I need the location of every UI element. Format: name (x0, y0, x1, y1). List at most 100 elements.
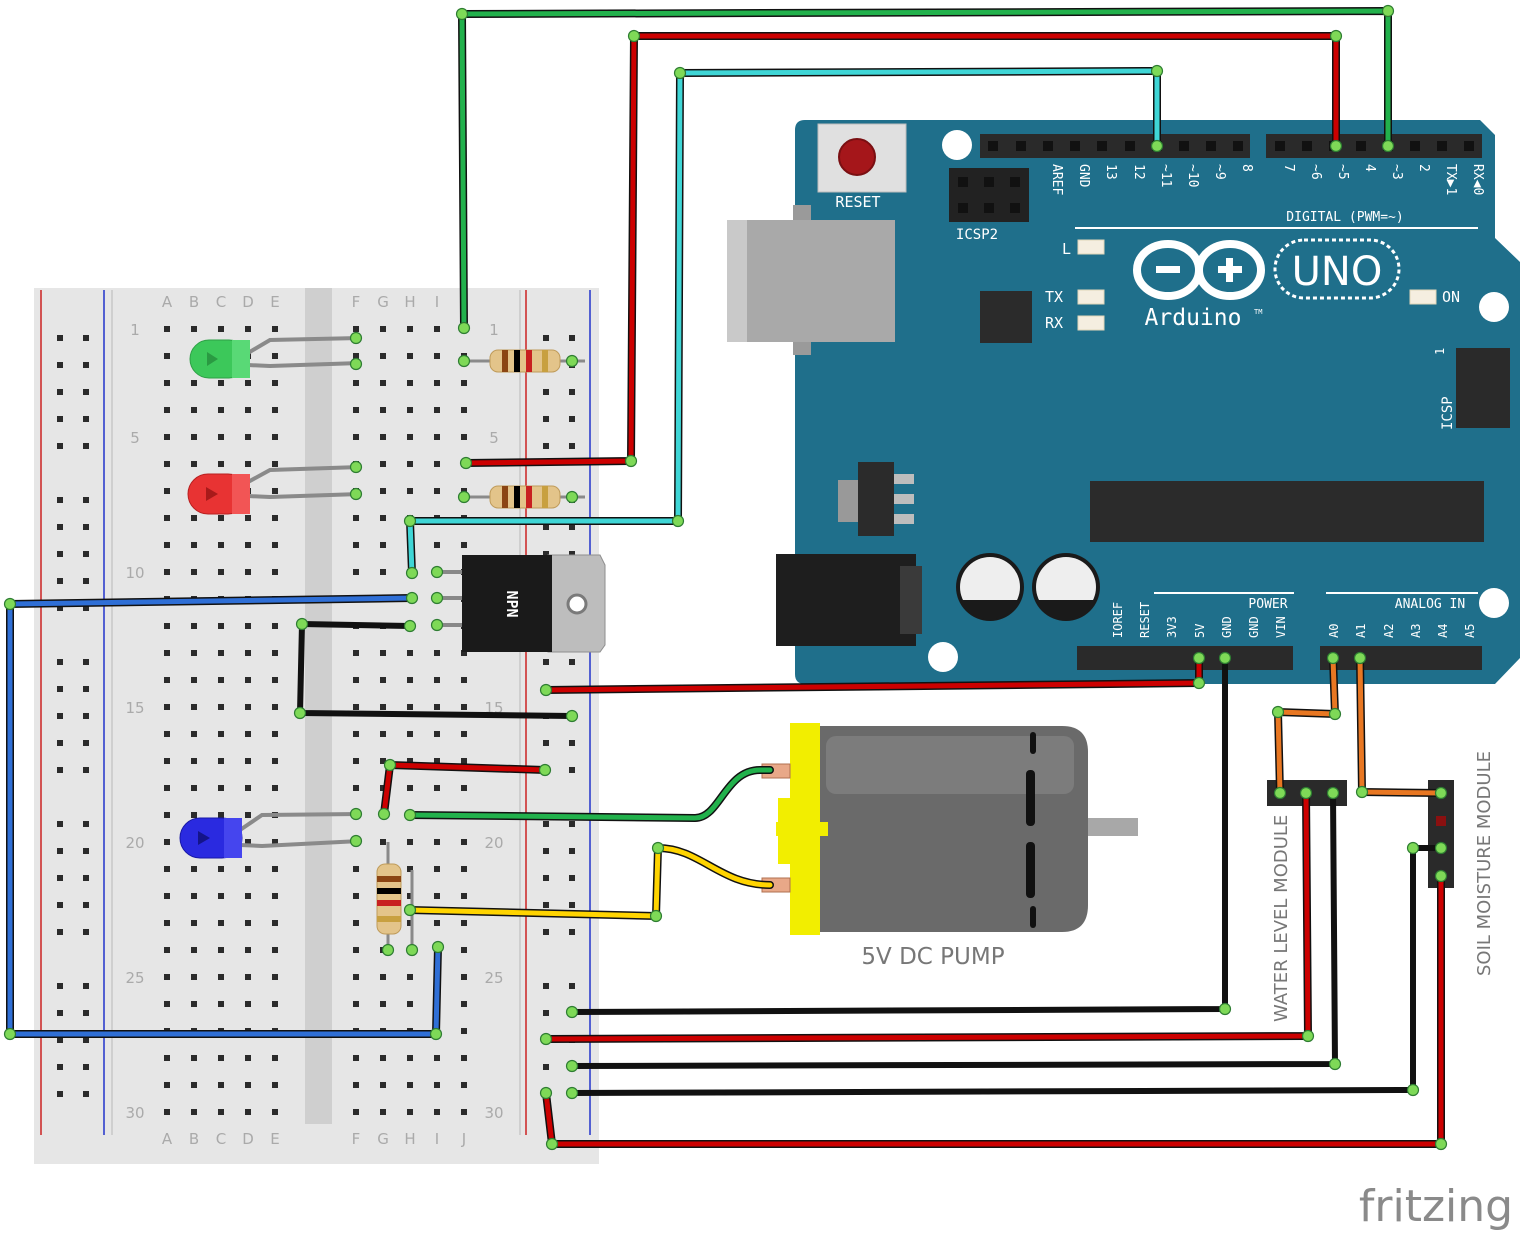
rail-hole (543, 821, 549, 827)
wire-endpoint (1381, 4, 1395, 18)
breadboard-hole (461, 920, 467, 926)
breadboard-hole (245, 1055, 251, 1061)
breadboard-hole (218, 461, 224, 467)
breadboard-hole (218, 1082, 224, 1088)
breadboard-hole (272, 1055, 278, 1061)
wire-endpoint (459, 456, 473, 470)
row-number: 30 (125, 1104, 144, 1122)
usb-chip (980, 291, 1032, 343)
column-letter: B (189, 1130, 199, 1148)
breadboard-hole (407, 677, 413, 683)
breadboard-hole (272, 488, 278, 494)
breadboard-hole (164, 839, 170, 845)
breadboard-hole (353, 515, 359, 521)
breadboard-hole (407, 353, 413, 359)
breadboard-hole (245, 920, 251, 926)
breadboard-hole (245, 677, 251, 683)
breadboard-hole (245, 758, 251, 764)
rail-hole (543, 1010, 549, 1016)
header-pin (1043, 141, 1053, 151)
breadboard-hole (434, 920, 440, 926)
wire-endpoint (565, 490, 579, 504)
breadboard-hole (380, 677, 386, 683)
rail-hole (83, 875, 89, 881)
breadboard-hole (164, 758, 170, 764)
breadboard-hole (218, 785, 224, 791)
rail-hole (57, 983, 63, 989)
wire-endpoints (3, 4, 1448, 1151)
icsp2-pin (984, 203, 994, 213)
breadboard-hole (245, 650, 251, 656)
analog-pin-label: A4 (1436, 624, 1450, 638)
breadboard-hole (191, 731, 197, 737)
breadboard-hole (461, 650, 467, 656)
capacitor (956, 553, 1024, 621)
icsp-label: ICSP (1440, 396, 1456, 430)
breadboard-hole (191, 1001, 197, 1007)
rail-hole (83, 1010, 89, 1016)
breadboard-hole (218, 515, 224, 521)
header-pin (1179, 141, 1189, 151)
breadboard-hole (434, 488, 440, 494)
soil-module-label: SOIL MOISTURE MODULE (1474, 751, 1495, 976)
wire-endpoint (624, 454, 638, 468)
breadboard-hole (461, 947, 467, 953)
breadboard-hole (245, 785, 251, 791)
row-number: 25 (484, 969, 503, 987)
breadboard-hole (434, 434, 440, 440)
breadboard-hole (353, 380, 359, 386)
breadboard-hole (191, 542, 197, 548)
wire-endpoint (539, 1032, 553, 1046)
fritzing-watermark: fritzing (1359, 1181, 1513, 1232)
breadboard-hole (245, 731, 251, 737)
row-number: 20 (125, 834, 144, 852)
breadboard-hole (407, 488, 413, 494)
breadboard-hole (272, 731, 278, 737)
breadboard-hole (218, 380, 224, 386)
rail-hole (83, 1091, 89, 1097)
breadboard-hole (353, 866, 359, 872)
reset-button[interactable] (838, 138, 876, 176)
breadboard-hole (191, 812, 197, 818)
rail-hole (569, 767, 575, 773)
digital-header-right (1266, 134, 1482, 158)
breadboard-hole (407, 758, 413, 764)
breadboard-hole (245, 407, 251, 413)
breadboard-hole (218, 947, 224, 953)
breadboard-hole (272, 866, 278, 872)
wire-endpoint (1434, 1137, 1448, 1151)
breadboard-hole (380, 515, 386, 521)
breadboard-hole (272, 326, 278, 332)
wire-black-emitter (297, 621, 575, 719)
capacitor (1032, 553, 1100, 621)
breadboard-hole (461, 1082, 467, 1088)
breadboard-hole (164, 461, 170, 467)
rail-hole (83, 578, 89, 584)
wire-endpoint (1355, 785, 1369, 799)
arduino-uno-board: RESET ICSP2 L TX RX ON Arduino TM UNO (727, 120, 1520, 684)
breadboard-hole (164, 974, 170, 980)
header-pin (1356, 141, 1366, 151)
breadboard-hole (407, 1001, 413, 1007)
breadboard-hole (164, 731, 170, 737)
breadboard-hole (407, 839, 413, 845)
led-l-label: L (1062, 240, 1071, 258)
breadboard-hole (434, 704, 440, 710)
breadboard-hole (434, 461, 440, 467)
npn-transistor: NPN (438, 554, 606, 653)
row-number: 1 (130, 321, 140, 339)
rail-hole (543, 983, 549, 989)
digital-pin-label: ~11 (1158, 164, 1173, 187)
heatsink-hole (566, 593, 588, 615)
icsp-pin1-label: 1 (1433, 348, 1447, 355)
rail-hole (543, 875, 549, 881)
wire-endpoint (565, 1059, 579, 1073)
breadboard-hole (164, 380, 170, 386)
digital-pin-label: 4 (1362, 164, 1377, 172)
mounting-hole (1479, 588, 1509, 618)
header-pin (1016, 141, 1026, 151)
regulator-pin (894, 474, 914, 484)
breadboard-hole (272, 542, 278, 548)
rail-hole (543, 524, 549, 530)
wire-endpoint (565, 709, 579, 723)
